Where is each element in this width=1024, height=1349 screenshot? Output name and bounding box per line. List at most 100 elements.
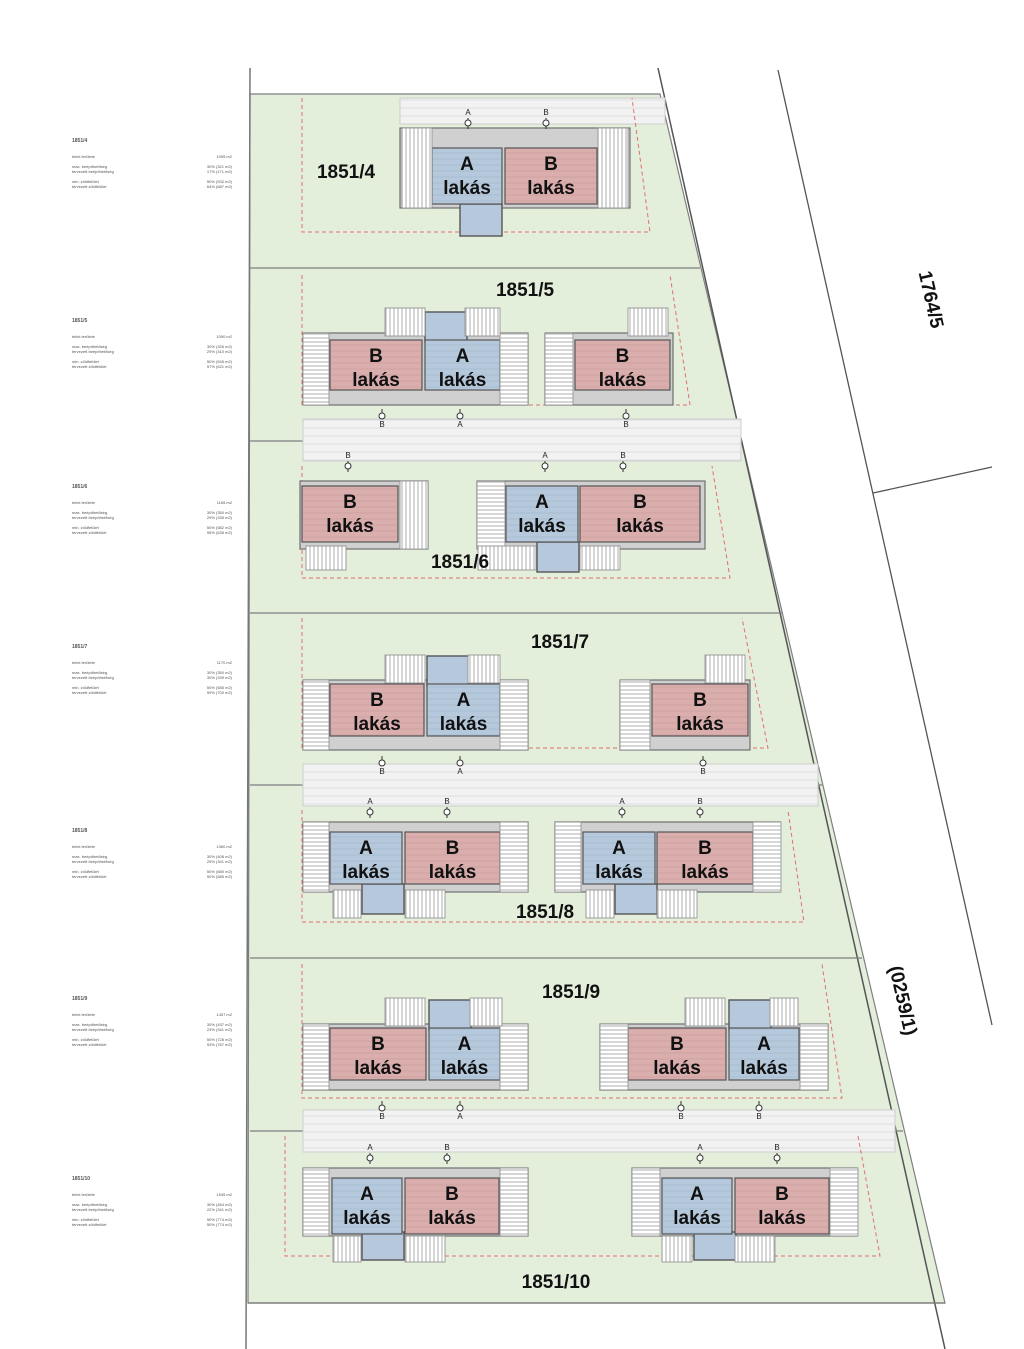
- entry-label-b: B: [678, 1112, 683, 1121]
- legend-title: 1851/8: [72, 828, 88, 834]
- legend-key: telek területe: [72, 660, 95, 665]
- entry-label-a: A: [457, 420, 463, 429]
- unit-lakas-label: lakás: [439, 370, 487, 391]
- stair: [464, 307, 501, 337]
- unit-a: [331, 1177, 403, 1235]
- entry-label-b: B: [379, 420, 384, 429]
- road-top: [399, 97, 666, 125]
- entry-marker: [677, 1104, 685, 1112]
- parcel-label-1851-8: 1851/8: [516, 902, 574, 923]
- stair: [401, 127, 433, 209]
- legend-row: tervezett zöldfelület 53% (767 m2): [72, 1042, 232, 1047]
- stair: [467, 654, 501, 684]
- stair: [476, 480, 506, 550]
- unit-b: [329, 683, 425, 737]
- parcel-label-1851-5: 1851/5: [496, 280, 555, 301]
- legend-value: 30% (437 m2): [206, 1022, 232, 1027]
- unit-a-extension: [361, 1231, 405, 1261]
- legend-key: tervezett beépíthetőség: [72, 169, 114, 174]
- legend-key: tervezett beépíthetőség: [72, 1027, 114, 1032]
- unit-a: [661, 1177, 733, 1235]
- stair: [585, 889, 615, 919]
- unit-b-letter: B: [369, 346, 383, 367]
- entry-label-a: A: [367, 1143, 373, 1152]
- unit-a-extension: [428, 999, 472, 1031]
- unit-lakas-label: lakás: [681, 862, 729, 883]
- legend-value: 53% (767 m2): [206, 1042, 232, 1047]
- unit-lakas-label: lakás: [443, 178, 491, 199]
- unit-lakas-label: lakás: [518, 516, 566, 537]
- legend-key: tervezett zöldfelület: [72, 1042, 107, 1047]
- stair: [404, 1235, 446, 1263]
- legend-value: 29% (310 m2): [206, 349, 232, 354]
- unit-a-extension: [614, 883, 658, 915]
- unit-a-letter: A: [456, 346, 470, 367]
- entry-label-a: A: [457, 1112, 463, 1121]
- unit-lakas-label: lakás: [527, 178, 575, 199]
- entry-label-a: A: [367, 797, 373, 806]
- legend-key: max. beépíthetőség: [72, 1022, 108, 1027]
- legend-value: 50% (545 m2): [206, 359, 232, 364]
- entry-label-b: B: [756, 1112, 761, 1121]
- unit-a-letter: A: [457, 690, 471, 711]
- legend-value: 50% (728 m2): [206, 1037, 232, 1042]
- parcel-label-1851-6: 1851/6: [431, 552, 489, 573]
- entry-marker: [696, 1154, 704, 1162]
- unit-a: [505, 485, 579, 543]
- unit-a-extension: [693, 1231, 737, 1261]
- legend-value: 22% (341 m2): [206, 1207, 232, 1212]
- entry-label-b: B: [543, 108, 548, 117]
- stair: [499, 679, 529, 751]
- unit-labels-layer: AlakásBlakásBlakásAlakásBlakásBlakásAlak…: [326, 154, 806, 1229]
- stair: [734, 1235, 776, 1263]
- east-neighbor-line: [777, 69, 993, 1026]
- entry-marker: [542, 119, 550, 127]
- entry-label-b: B: [620, 451, 625, 460]
- stair: [704, 654, 746, 684]
- unit-b: [656, 831, 754, 885]
- legend-row: tervezett beépíthetőség 22% (341 m2): [72, 1207, 232, 1212]
- unit-b-letter: B: [371, 1034, 385, 1055]
- legend-key: telek területe: [72, 1192, 95, 1197]
- unit-b: [404, 831, 501, 885]
- unit-b: [627, 1027, 727, 1081]
- stair: [499, 821, 529, 893]
- entry-marker: [541, 462, 549, 470]
- unit-a: [582, 831, 656, 885]
- entry-marker: [464, 119, 472, 127]
- west-boundary-line: [245, 67, 251, 1349]
- entry-marker: [443, 1154, 451, 1162]
- legend-key: tervezett beépíthetőség: [72, 1207, 114, 1212]
- unit-lakas-label: lakás: [740, 1058, 788, 1079]
- unit-a-letter: A: [458, 1034, 472, 1055]
- legend-key: min. zöldfelület: [72, 685, 99, 690]
- unit-a: [329, 831, 403, 885]
- legend-key: min. zöldfelület: [72, 869, 99, 874]
- entry-label-b: B: [444, 1143, 449, 1152]
- legend-key: tervezett beépíthetőség: [72, 515, 114, 520]
- legend-key: tervezett beépíthetőség: [72, 349, 114, 354]
- legend-key: max. beépíthetőség: [72, 344, 108, 349]
- unit-b-letter: B: [445, 1184, 459, 1205]
- entry-label-b: B: [379, 1112, 384, 1121]
- stair: [631, 1167, 661, 1237]
- unit-b-letter: B: [544, 154, 558, 175]
- legend-key: max. beépíthetőség: [72, 510, 108, 515]
- stair: [332, 1235, 362, 1263]
- buildings-layer: [299, 127, 858, 1261]
- unit-b: [404, 1177, 500, 1235]
